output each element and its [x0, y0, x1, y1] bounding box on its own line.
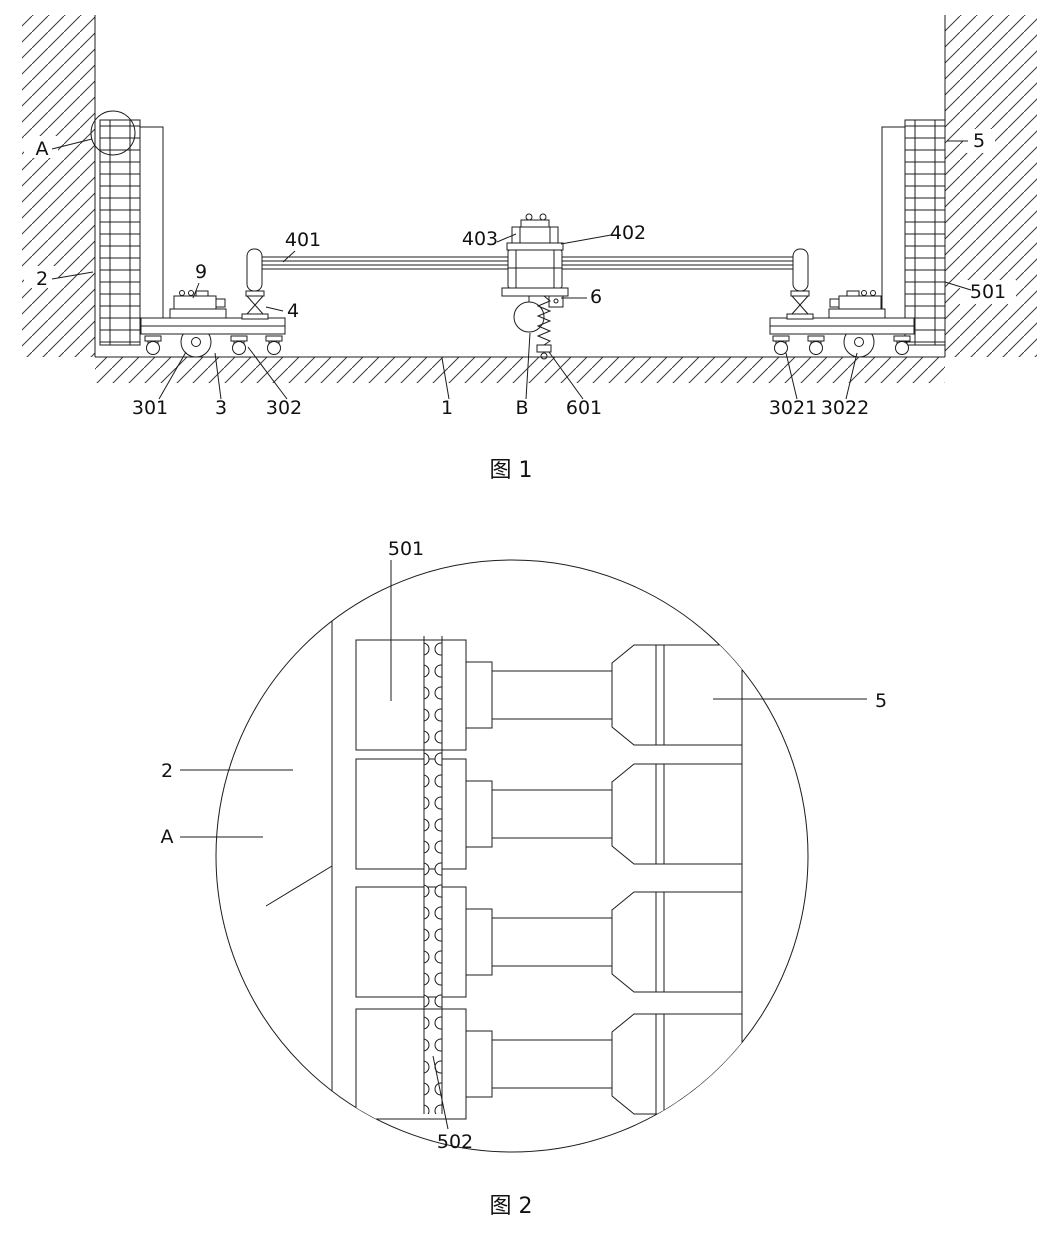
- leader-401: [282, 250, 296, 263]
- leader-3021: [785, 352, 798, 400]
- leader-4: [265, 306, 284, 312]
- label-401: 401: [285, 229, 321, 251]
- detail-circle-outline: [215, 559, 809, 1153]
- label-1: 1: [441, 397, 453, 419]
- figure1: A 2 9 401 403 402 6 4 5 501 301 3 302 1 …: [22, 15, 1037, 483]
- carriage-bottom-flange: [501, 287, 569, 297]
- leader-601: [548, 351, 584, 400]
- figure2-caption: 图 2: [490, 1194, 533, 1219]
- piston-rod: [491, 670, 613, 720]
- label-underlay: [24, 266, 58, 288]
- leader-A: [51, 138, 93, 150]
- right-rack: [881, 119, 946, 346]
- leader-3022: [845, 352, 858, 400]
- leader-403: [496, 233, 517, 243]
- label-301: 301: [132, 397, 168, 419]
- piston-rod: [491, 917, 613, 967]
- carriage-flange-402: [506, 242, 564, 251]
- label-502: 502: [437, 1131, 473, 1153]
- detail-circle-A: [90, 110, 136, 156]
- hook-circle-B: [513, 301, 545, 333]
- label-5: 5: [973, 130, 985, 152]
- leader-1: [441, 357, 450, 400]
- label-3022: 3022: [821, 397, 869, 419]
- label-601: 601: [566, 397, 602, 419]
- figure2-leaders: [180, 560, 867, 1130]
- leader-501: [944, 281, 972, 291]
- clamp-head: [611, 644, 743, 746]
- label-402: 402: [610, 222, 646, 244]
- floor-hatch: [95, 357, 945, 383]
- label-A: A: [161, 826, 174, 848]
- figure2: 501 5 2 A 502 图 2: [161, 538, 888, 1219]
- clamp-row-2: [355, 758, 743, 870]
- figure1-caption: 图 1: [490, 458, 533, 483]
- label-A: A: [36, 138, 49, 160]
- label-501: 501: [970, 281, 1006, 303]
- clamp-row-4: [355, 1008, 743, 1120]
- label-underlay: [960, 280, 1016, 304]
- leader-301: [158, 351, 187, 400]
- leader-502: [432, 1055, 449, 1130]
- slide-block: [355, 1008, 467, 1120]
- spring-601: [536, 295, 552, 346]
- carriage-top-plate: [520, 219, 550, 228]
- clamp-head: [611, 1013, 743, 1115]
- right-wall-hatch: [945, 15, 1037, 357]
- neck: [465, 908, 493, 976]
- label-302: 302: [266, 397, 302, 419]
- slide-block: [355, 639, 467, 751]
- label-5: 5: [875, 690, 887, 712]
- label-6: 6: [590, 286, 602, 308]
- leader-402: [560, 234, 612, 245]
- label-4: 4: [287, 300, 299, 322]
- label-B: B: [515, 397, 528, 419]
- figure2-labels: 501 5 2 A 502: [161, 538, 888, 1153]
- clamp-head: [611, 763, 743, 865]
- neck: [465, 1030, 493, 1098]
- label-3: 3: [215, 397, 227, 419]
- clamp-head: [611, 891, 743, 993]
- wall-hatch-stroke: [265, 865, 333, 907]
- leader-9: [192, 282, 200, 299]
- detail-content: [265, 560, 743, 1152]
- label-2: 2: [161, 760, 173, 782]
- leader-2: [51, 271, 94, 280]
- clamp-row-3: [355, 886, 743, 998]
- leader-3: [214, 352, 222, 400]
- neck: [465, 661, 493, 729]
- figure1-leaders: [51, 138, 972, 400]
- left-wall-hatch: [22, 15, 95, 357]
- piston-rod: [491, 1039, 613, 1089]
- carriage-motor-403: [511, 226, 559, 244]
- label-501: 501: [388, 538, 424, 560]
- leader-302: [247, 346, 288, 400]
- label-3021: 3021: [769, 397, 817, 419]
- label-403: 403: [462, 228, 498, 250]
- label-9: 9: [195, 261, 207, 283]
- slide-block: [355, 886, 467, 998]
- left-rack: [99, 119, 164, 346]
- leader-B: [525, 332, 531, 400]
- slide-block: [355, 758, 467, 870]
- neck: [465, 780, 493, 848]
- spring-foot: [536, 344, 552, 353]
- figure1-labels: A 2 9 401 403 402 6 4 5 501 301 3 302 1 …: [36, 130, 1007, 419]
- label-underlay: [24, 136, 58, 158]
- chain-strip: [423, 636, 443, 1114]
- label-underlay: [963, 129, 995, 153]
- clamp-row-1: [355, 639, 743, 751]
- part-6-box: [548, 295, 564, 308]
- center-carriage: [501, 213, 569, 360]
- piston-rod: [491, 789, 613, 839]
- label-2: 2: [36, 268, 48, 290]
